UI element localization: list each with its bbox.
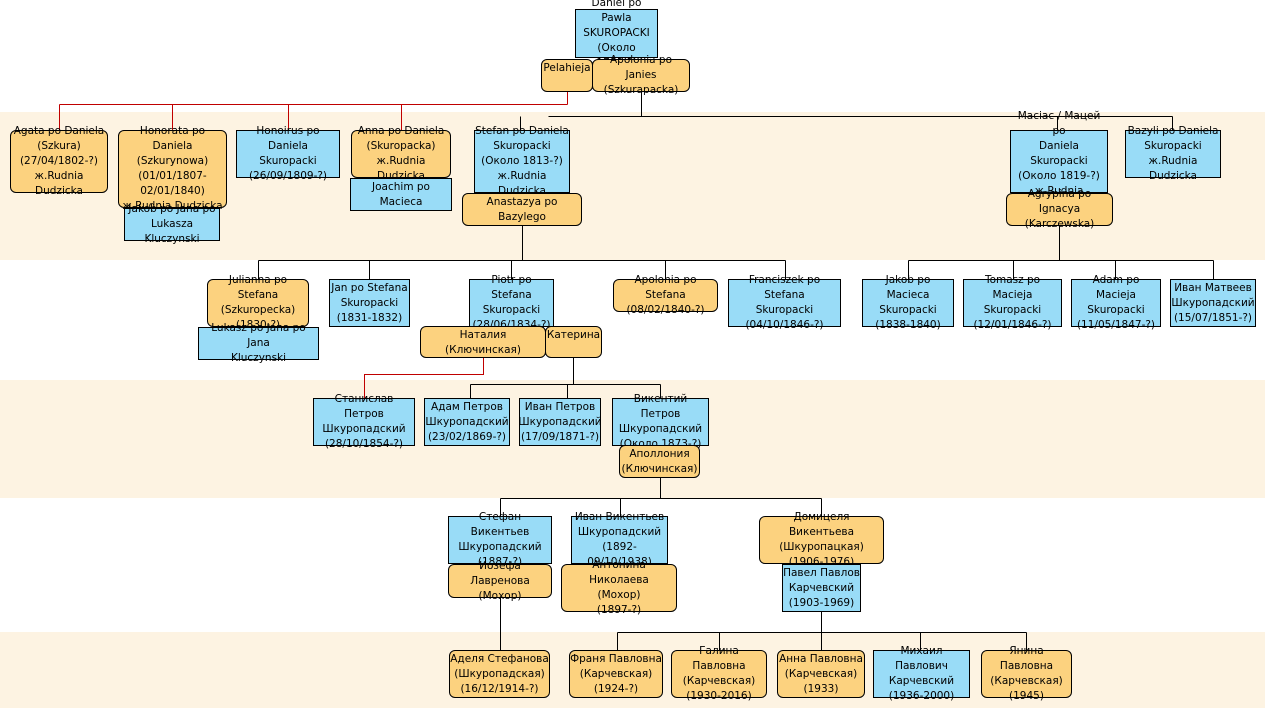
- person-label: Михаил Павлович Карчевский (1936-2000): [888, 645, 955, 702]
- person-apolloniya[interactable]: Аполлония (Ключинская): [619, 445, 700, 478]
- person-label: Tomasz po Macieja Skuropacki (12/01/1846…: [973, 274, 1052, 331]
- person-label: Jan po Stefana Skuropacki (1831-1832): [331, 281, 408, 324]
- person-label: Adam po Macieja Skuropacki (11/05/1847-?…: [1076, 274, 1156, 331]
- person-label: Домицеля Викентьева (Шкуропацкая) (1906-…: [779, 511, 864, 568]
- person-daniel[interactable]: Daniel po Pawla SKUROPACKI (Около 1780-?…: [575, 0, 658, 69]
- person-pavel[interactable]: Павел Павлов Карчевский (1903-1969): [782, 564, 861, 612]
- person-lukasz[interactable]: Lukasz po Jana po Jana Kluczynski: [198, 322, 319, 364]
- person-anna-pavlovna[interactable]: Анна Павловна (Карчевская) (1933): [777, 650, 865, 698]
- person-apolonia-janies[interactable]: Apolonia po Janies (Szkurapacka): [592, 54, 690, 96]
- person-adam-petrov[interactable]: Адам Петров Шкуропадский (23/02/1869-?): [424, 398, 510, 446]
- person-label: Адам Петров Шкуропадский (23/02/1869-?): [425, 400, 509, 443]
- person-label: Bazyli po Daniela Skuropacki ж.Rudnia Du…: [1127, 125, 1219, 182]
- person-label: Piotr po Stefana Skuropacki (28/06/1834-…: [472, 274, 551, 331]
- person-jan[interactable]: Jan po Stefana Skuropacki (1831-1832): [329, 279, 410, 327]
- person-label: Катерина: [546, 329, 601, 341]
- person-label: Стефан Викентьев Шкуропадский (1887-?): [458, 511, 542, 568]
- person-label: Joachim po Macieca: [372, 181, 430, 208]
- person-label: Stefan po Daniela Skuropacki (Около 1813…: [475, 125, 569, 197]
- person-pelahieja[interactable]: Pelahieja: [541, 59, 593, 92]
- person-label: Pelahieja: [543, 62, 591, 74]
- person-label: Anastazya po Bazylego: [486, 196, 558, 223]
- person-julianna[interactable]: Julianna po Stefana (Szkuropecka) (1830-…: [207, 274, 309, 331]
- person-label: Анна Павловна (Карчевская) (1933): [779, 652, 863, 695]
- person-label: Станислав Петров Шкуропадский (28/10/185…: [322, 393, 406, 450]
- person-anna[interactable]: Anna po Daniela (Skuropacka) ж.Rudnia Du…: [351, 125, 451, 182]
- person-label: Lukasz po Jana po Jana Kluczynski: [211, 322, 306, 364]
- person-label: Франя Павловна (Карчевская) (1924-?): [570, 652, 662, 695]
- person-label: Аделя Стефанова (Шкуропадская) (16/12/19…: [450, 652, 549, 695]
- person-tomasz[interactable]: Tomasz po Macieja Skuropacki (12/01/1846…: [963, 274, 1062, 331]
- person-label: Apolonia po Janies (Szkurapacka): [603, 54, 679, 96]
- person-iozefa[interactable]: Иозефа Лавренова (Мохор): [448, 560, 552, 602]
- person-apolonia-stefana[interactable]: Apolonia po Stefana (08/02/1840-?): [613, 274, 718, 316]
- person-label: Иван Петров Шкуропадский (17/09/1871-?): [518, 400, 602, 443]
- person-label: Галина Павловна (Карчевская) (1930-2016): [682, 645, 756, 702]
- person-label: Jakob po Macieca Skuropacki (1838-1840): [875, 274, 941, 331]
- person-label: Антонина Николаева (Мохор) (1897-?): [589, 559, 649, 616]
- person-mikhail[interactable]: Михаил Павлович Карчевский (1936-2000): [873, 645, 970, 702]
- person-ivan-petrov[interactable]: Иван Петров Шкуропадский (17/09/1871-?): [518, 398, 602, 446]
- person-agrypina[interactable]: Agrypina po Ignacya (Karczewska): [1006, 188, 1113, 230]
- person-maciac[interactable]: Maciac / Мацей po Daniela Skuropacki (Ок…: [1010, 110, 1108, 212]
- person-stefan[interactable]: Stefan po Daniela Skuropacki (Около 1813…: [474, 125, 570, 197]
- person-label: Аполлония (Ключинская): [621, 447, 698, 475]
- person-honoirus[interactable]: Honoirus po Daniela Skuropacki (26/09/18…: [236, 125, 340, 182]
- person-label: Jakob po Jana po Lukasza Kluczynski: [128, 203, 216, 245]
- person-label: Наталия (Ключинская): [445, 329, 521, 356]
- person-antonina[interactable]: Антонина Николаева (Мохор) (1897-?): [561, 559, 677, 616]
- person-label: Apolonia po Stefana (08/02/1840-?): [626, 274, 705, 316]
- person-label: Иозефа Лавренова (Мохор): [470, 559, 530, 602]
- person-jakob-macieca[interactable]: Jakob po Macieca Skuropacki (1838-1840): [862, 274, 954, 331]
- person-honorata[interactable]: Honorata po Daniela (Szkurynowa) (01/01/…: [118, 125, 227, 212]
- person-label: Иван Матвеев Шкуропадский (15/07/1851-?): [1171, 281, 1255, 324]
- person-anastazya[interactable]: Anastazya po Bazylego: [462, 193, 582, 226]
- person-label: Honorata po Daniela (Szkurynowa) (01/01/…: [122, 125, 223, 212]
- person-label: Викентий Петров Шкуропадский (Около 1873…: [618, 393, 703, 450]
- person-jakob-jana[interactable]: Jakob po Jana po Lukasza Kluczynski: [124, 203, 220, 245]
- person-label: Agata po Daniela (Szkura) (27/04/1802-?)…: [13, 125, 105, 197]
- person-label: Янина Павловна (Карчевская) (1945): [990, 645, 1063, 702]
- person-bazyli[interactable]: Bazyli po Daniela Skuropacki ж.Rudnia Du…: [1125, 125, 1221, 182]
- person-adelya[interactable]: Аделя Стефанова (Шкуропадская) (16/12/19…: [449, 650, 550, 698]
- person-stefan-vikentiev[interactable]: Стефан Викентьев Шкуропадский (1887-?): [448, 511, 552, 568]
- person-ivan-matveev[interactable]: Иван Матвеев Шкуропадский (15/07/1851-?): [1170, 279, 1256, 327]
- person-agata[interactable]: Agata po Daniela (Szkura) (27/04/1802-?)…: [10, 125, 108, 197]
- person-franya[interactable]: Франя Павловна (Карчевская) (1924-?): [569, 650, 663, 698]
- person-franciszek[interactable]: Franciszek po Stefana Skuropacki (04/10/…: [728, 274, 841, 331]
- person-galina[interactable]: Галина Павловна (Карчевская) (1930-2016): [671, 645, 767, 702]
- person-stanislav[interactable]: Станислав Петров Шкуропадский (28/10/185…: [313, 393, 415, 450]
- person-vikentiy[interactable]: Викентий Петров Шкуропадский (Около 1873…: [612, 393, 709, 450]
- person-label: Franciszek po Stefana Skuropacki (04/10/…: [745, 274, 824, 331]
- person-label: Honoirus po Daniela Skuropacki (26/09/18…: [248, 125, 328, 182]
- person-domicelya[interactable]: Домицеля Викентьева (Шкуропацкая) (1906-…: [759, 511, 884, 568]
- person-label: Павел Павлов Карчевский (1903-1969): [783, 566, 860, 609]
- person-label: Anna po Daniela (Skuropacka) ж.Rudnia Du…: [357, 125, 445, 182]
- person-natalia[interactable]: Наталия (Ключинская): [420, 326, 546, 358]
- person-label: Agrypina po Ignacya (Karczewska): [1024, 188, 1095, 230]
- person-joachim[interactable]: Joachim po Macieca: [350, 178, 452, 211]
- person-ivan-vikentiev[interactable]: Иван Викентьев Шкуропадский (1892-09/10/…: [571, 511, 668, 568]
- person-adam-macieja[interactable]: Adam po Macieja Skuropacki (11/05/1847-?…: [1071, 274, 1161, 331]
- person-piotr[interactable]: Piotr po Stefana Skuropacki (28/06/1834-…: [469, 274, 554, 331]
- person-katerina[interactable]: Катерина: [545, 326, 602, 358]
- person-yanina[interactable]: Янина Павловна (Карчевская) (1945): [981, 645, 1072, 702]
